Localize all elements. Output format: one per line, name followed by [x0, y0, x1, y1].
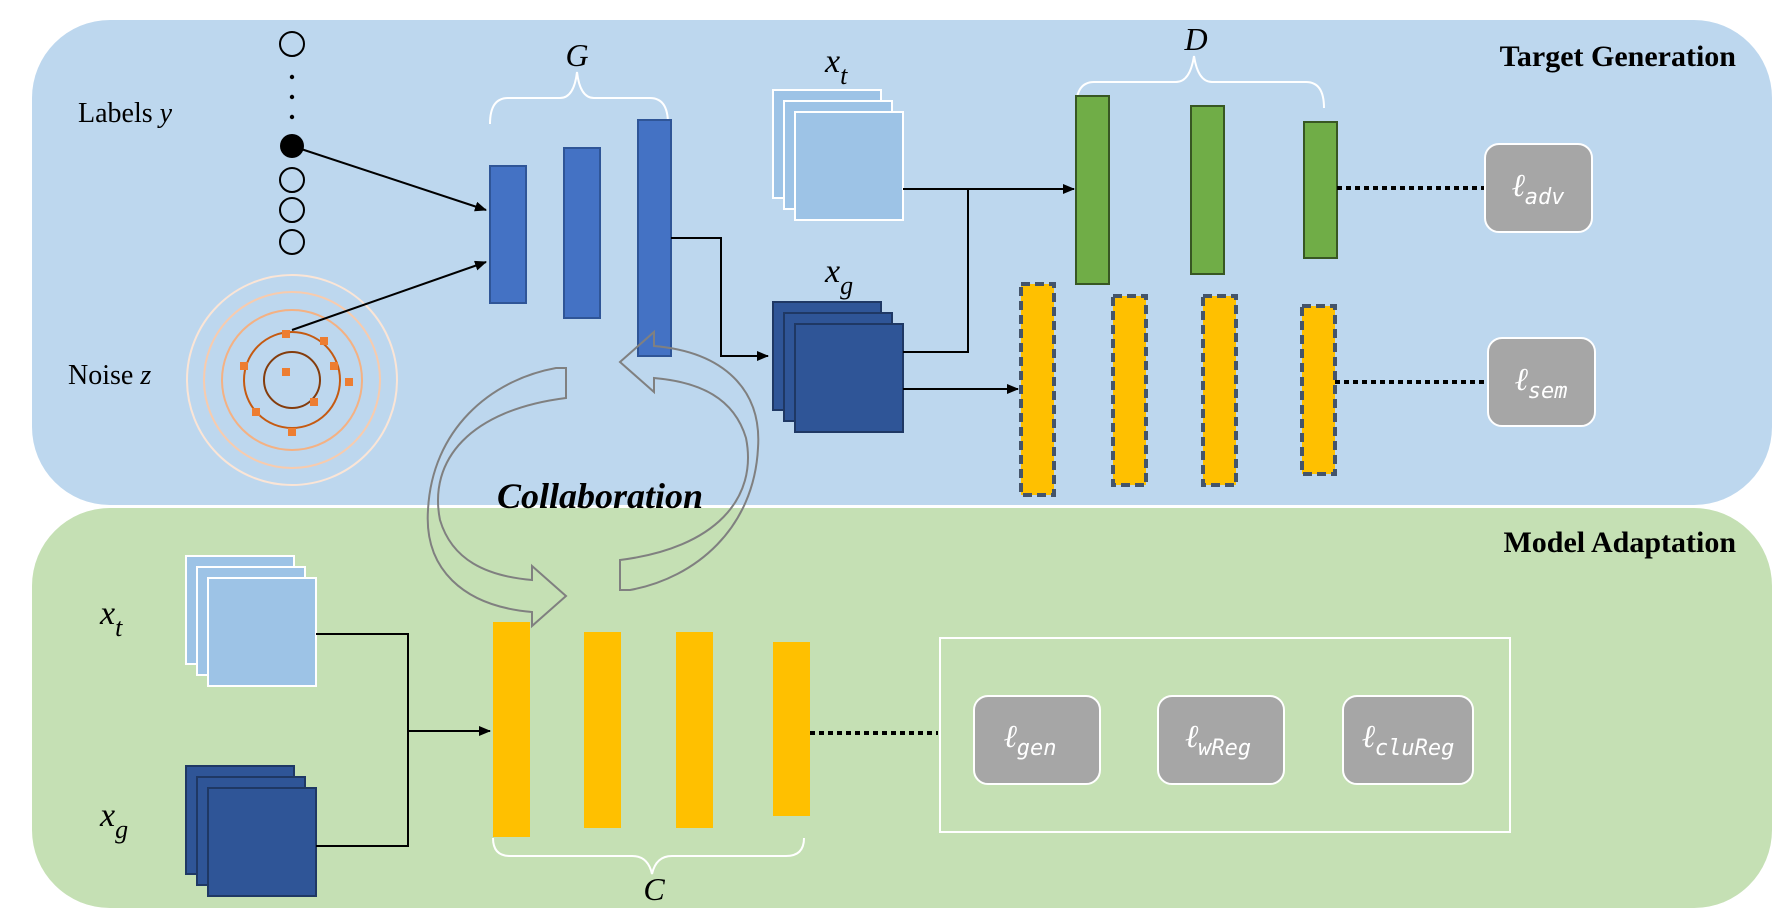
- classifier-layer: [676, 632, 713, 828]
- classifier-layer: [773, 642, 810, 816]
- noise-distribution-icon: [186, 274, 398, 486]
- classifier-layer: [493, 622, 530, 837]
- generated-images-stack-top: [772, 301, 904, 433]
- ellipsis-dot: [289, 74, 295, 80]
- generator-to-xg-arrow: [671, 237, 769, 361]
- collaboration-label: Collaboration: [497, 476, 703, 516]
- generated-images-stack-bottom: [185, 765, 317, 897]
- discriminator-layer: [1190, 105, 1225, 275]
- discriminator-layer: [1303, 121, 1338, 259]
- loss-gen-label: ℓgen: [1003, 718, 1056, 761]
- frozen-classifier-layer: [1201, 294, 1238, 487]
- target-images-stack-top: [772, 89, 904, 221]
- loss-adv-box: [1484, 143, 1593, 233]
- model-adaptation-title: Model Adaptation: [1503, 526, 1736, 559]
- classifier-label: C: [643, 871, 665, 907]
- generator-layer: [637, 119, 672, 357]
- noise-z-label: Noise z: [68, 360, 151, 391]
- label-circle: [279, 229, 305, 255]
- generator-layer: [489, 165, 527, 304]
- labels-to-generator-arrow: [291, 145, 487, 212]
- ellipsis-dot: [289, 94, 295, 100]
- loss-wreg-box: [1157, 695, 1285, 785]
- loss-gen-box: [973, 695, 1101, 785]
- xt-top-label: xt: [824, 43, 848, 90]
- discriminator-bracket: [1075, 55, 1325, 109]
- labels-y-label: Labels y: [78, 98, 173, 129]
- discriminator-layer: [1075, 95, 1110, 285]
- discriminator-label: D: [1183, 21, 1207, 57]
- label-circle: [279, 197, 305, 223]
- xt-bottom-label: xt: [99, 595, 123, 642]
- frozen-classifier-layer: [1019, 282, 1056, 497]
- target-generation-title: Target Generation: [1500, 40, 1737, 73]
- noise-to-generator-arrow: [291, 260, 487, 331]
- xt-to-classifier-line: [316, 633, 409, 731]
- label-circle: [279, 31, 305, 57]
- ellipsis-dot: [289, 114, 295, 120]
- adaptation-loss-group: [939, 637, 1511, 833]
- loss-clureg-label: ℓcluReg: [1362, 718, 1455, 761]
- model-adaptation-panel: [32, 508, 1772, 908]
- xg-to-discriminator-line: [903, 189, 969, 353]
- label-circle: [279, 167, 305, 193]
- loss-clureg-box: [1342, 695, 1474, 785]
- classifier-bracket: [492, 837, 805, 875]
- xg-top-label: xg: [824, 253, 853, 300]
- xg-bottom-label: xg: [99, 797, 128, 844]
- loss-wreg-label: ℓwReg: [1185, 718, 1251, 761]
- generator-layer: [563, 147, 601, 319]
- xg-to-classifier-line: [316, 731, 409, 847]
- loss-sem-label: ℓsem: [1514, 361, 1567, 404]
- loss-sem-box: [1487, 337, 1596, 427]
- frozen-classifier-layer: [1300, 304, 1337, 476]
- generator-bracket: [489, 71, 669, 125]
- loss-adv-label: ℓadv: [1511, 167, 1565, 210]
- frozen-classifier-layer: [1111, 294, 1148, 487]
- classifier-layer: [584, 632, 621, 828]
- generator-label: G: [565, 37, 588, 73]
- target-images-stack-bottom: [185, 555, 317, 687]
- collaboration-cycle-icon: [426, 329, 760, 629]
